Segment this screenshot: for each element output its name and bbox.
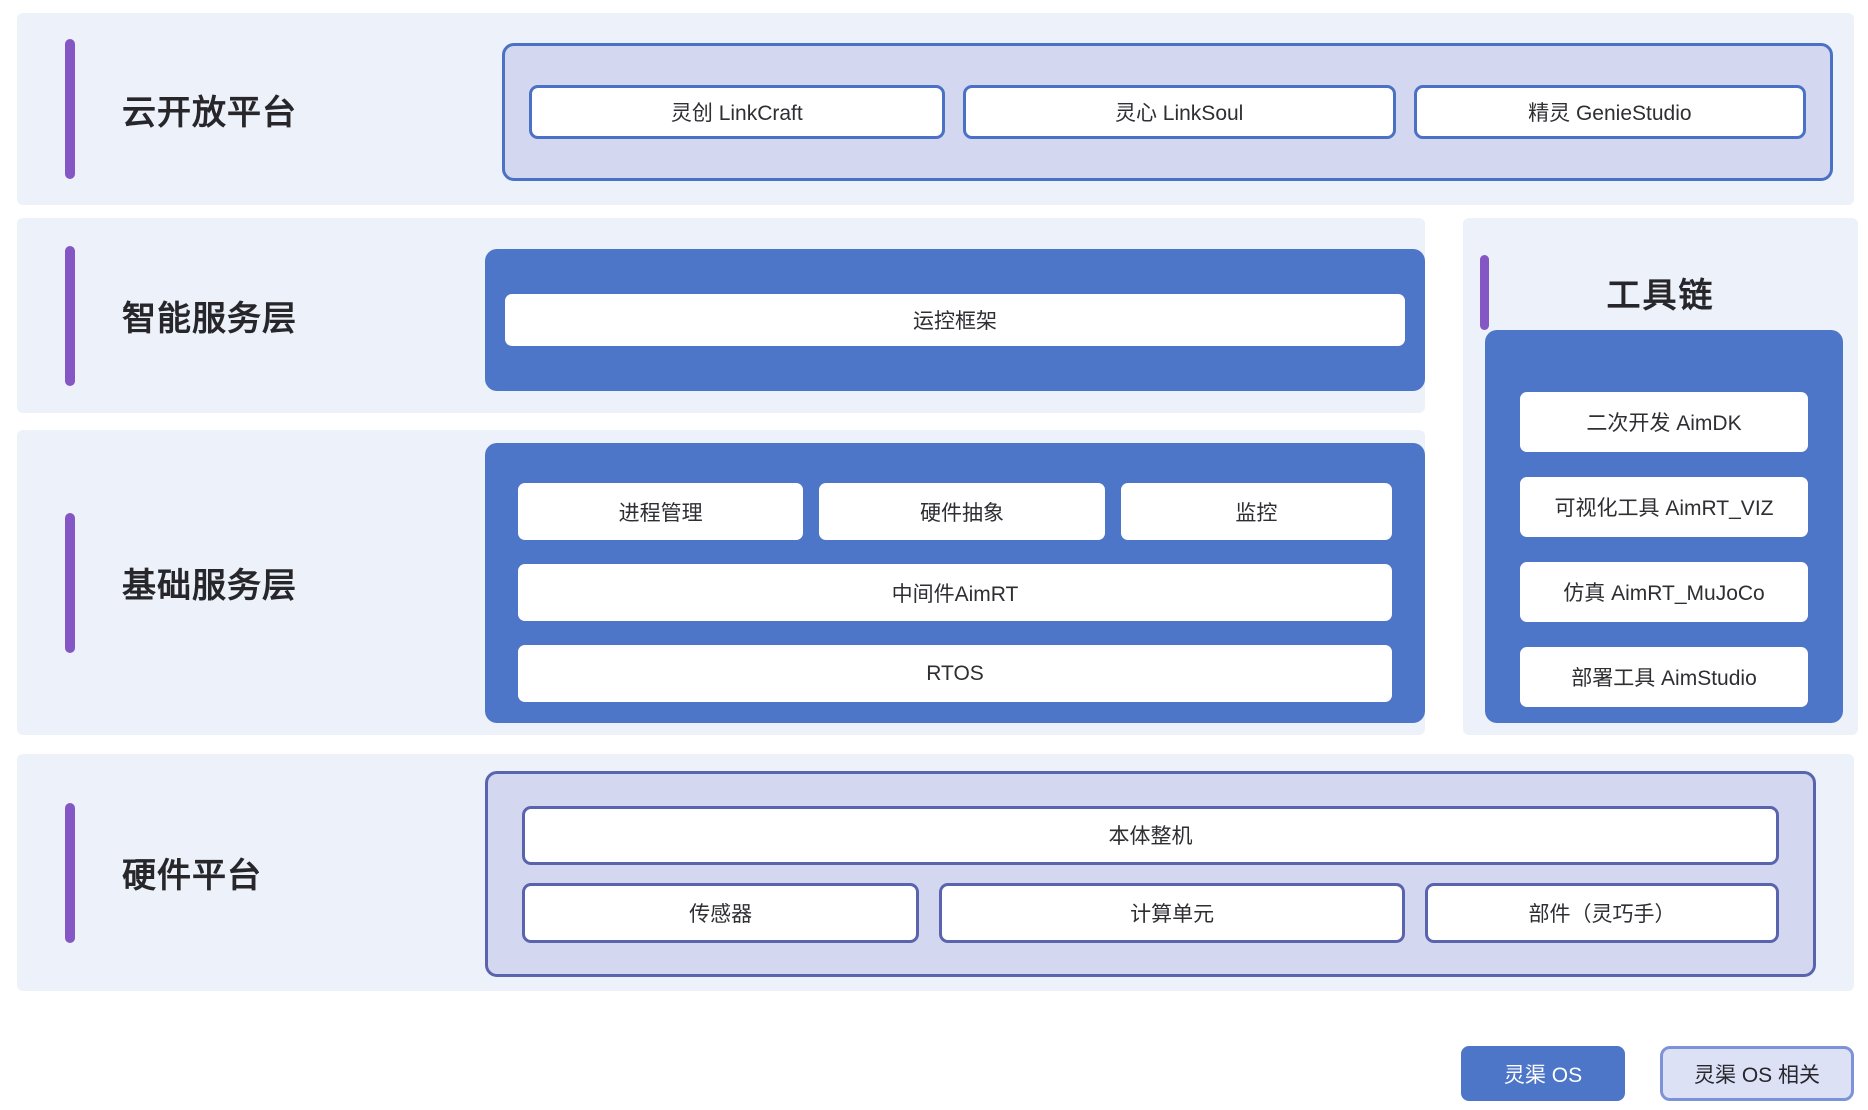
box-sensors: 传感器 bbox=[522, 882, 920, 943]
box-rtos: RTOS bbox=[518, 645, 1392, 702]
section-label-column: 云开放平台 bbox=[17, 13, 487, 205]
hardware-components-row: 传感器 计算单元 部件（灵巧手） bbox=[522, 882, 1779, 943]
box-parts-dexterous-hand: 部件（灵巧手） bbox=[1425, 882, 1779, 943]
section-label-column: 硬件平台 bbox=[17, 754, 487, 991]
section-cloud-platform: 云开放平台 灵创 LinkCraft 灵心 LinkSoul 精灵 GenieS… bbox=[17, 13, 1854, 205]
box-hardware-abstraction: 硬件抽象 bbox=[819, 483, 1105, 540]
section-basic-service-layer: 基础服务层 进程管理 硬件抽象 监控 中间件AimRT RTOS bbox=[17, 430, 1425, 735]
box-aimrt-viz: 可视化工具 AimRT_VIZ bbox=[1520, 477, 1808, 537]
basic-service-row: 进程管理 硬件抽象 监控 bbox=[518, 483, 1393, 540]
hardware-platform-container: 本体整机 传感器 计算单元 部件（灵巧手） bbox=[485, 771, 1816, 977]
section-accent-bar bbox=[65, 512, 75, 653]
box-robot-body: 本体整机 bbox=[522, 805, 1779, 865]
box-aimrt-mujoco: 仿真 AimRT_MuJoCo bbox=[1520, 562, 1808, 622]
section-label-column: 基础服务层 bbox=[17, 430, 487, 735]
section-label-column: 智能服务层 bbox=[17, 218, 487, 413]
section-label-cloud-platform: 云开放平台 bbox=[122, 93, 297, 132]
box-middleware-aimrt: 中间件AimRT bbox=[518, 564, 1392, 621]
box-aimstudio: 部署工具 AimStudio bbox=[1520, 647, 1808, 707]
basic-service-container: 进程管理 硬件抽象 监控 中间件AimRT RTOS bbox=[485, 443, 1425, 723]
section-toolchain: 工具链 二次开发 AimDK 可视化工具 AimRT_VIZ 仿真 AimRT_… bbox=[1463, 218, 1858, 735]
box-aimdk: 二次开发 AimDK bbox=[1520, 392, 1808, 452]
box-process-management: 进程管理 bbox=[518, 483, 804, 540]
section-label-intelligent-service: 智能服务层 bbox=[122, 300, 297, 338]
box-compute-unit: 计算单元 bbox=[939, 882, 1406, 943]
box-linkcraft: 灵创 LinkCraft bbox=[529, 85, 945, 139]
legend-lingqu-os: 灵渠 OS bbox=[1461, 1046, 1625, 1101]
toolchain-container: 二次开发 AimDK 可视化工具 AimRT_VIZ 仿真 AimRT_MuJo… bbox=[1485, 330, 1843, 723]
box-geniestudio: 精灵 GenieStudio bbox=[1413, 85, 1806, 139]
section-label-hardware-platform: 硬件平台 bbox=[122, 857, 262, 895]
box-monitoring: 监控 bbox=[1120, 483, 1393, 540]
cloud-platform-container: 灵创 LinkCraft 灵心 LinkSoul 精灵 GenieStudio bbox=[502, 43, 1833, 181]
section-intelligent-service-layer: 智能服务层 运控框架 bbox=[17, 218, 1425, 413]
section-hardware-platform: 硬件平台 本体整机 传感器 计算单元 部件（灵巧手） bbox=[17, 754, 1854, 991]
legend-lingqu-os-related: 灵渠 OS 相关 bbox=[1660, 1046, 1854, 1101]
section-accent-bar bbox=[65, 802, 75, 943]
box-linksoul: 灵心 LinkSoul bbox=[962, 85, 1396, 139]
box-motion-control-framework: 运控框架 bbox=[505, 294, 1405, 346]
intelligent-service-container: 运控框架 bbox=[485, 249, 1425, 391]
toolchain-header: 工具链 bbox=[1463, 255, 1858, 330]
section-accent-bar bbox=[65, 245, 75, 386]
section-label-basic-service: 基础服务层 bbox=[122, 567, 297, 605]
section-label-toolchain: 工具链 bbox=[1606, 277, 1715, 315]
section-accent-bar bbox=[65, 39, 75, 179]
section-accent-bar bbox=[1480, 255, 1489, 330]
